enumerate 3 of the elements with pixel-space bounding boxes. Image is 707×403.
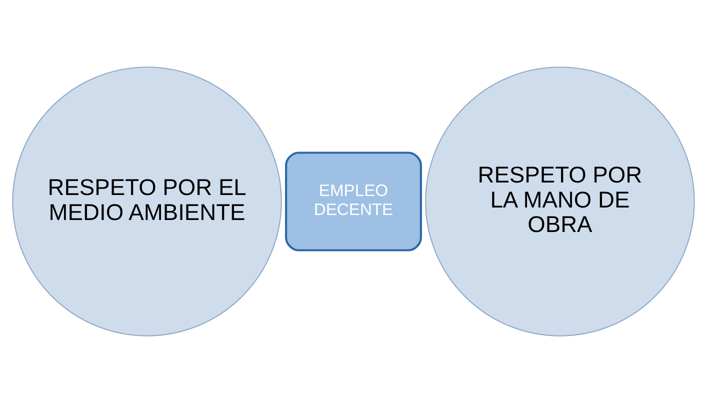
node-circle: RESPETO POR EL MEDIO AMBIENTE <box>12 66 282 336</box>
node-box: EMPLEO DECENTE <box>285 152 422 252</box>
node-circle: RESPETO POR LA MANO DE OBRA <box>425 66 695 336</box>
